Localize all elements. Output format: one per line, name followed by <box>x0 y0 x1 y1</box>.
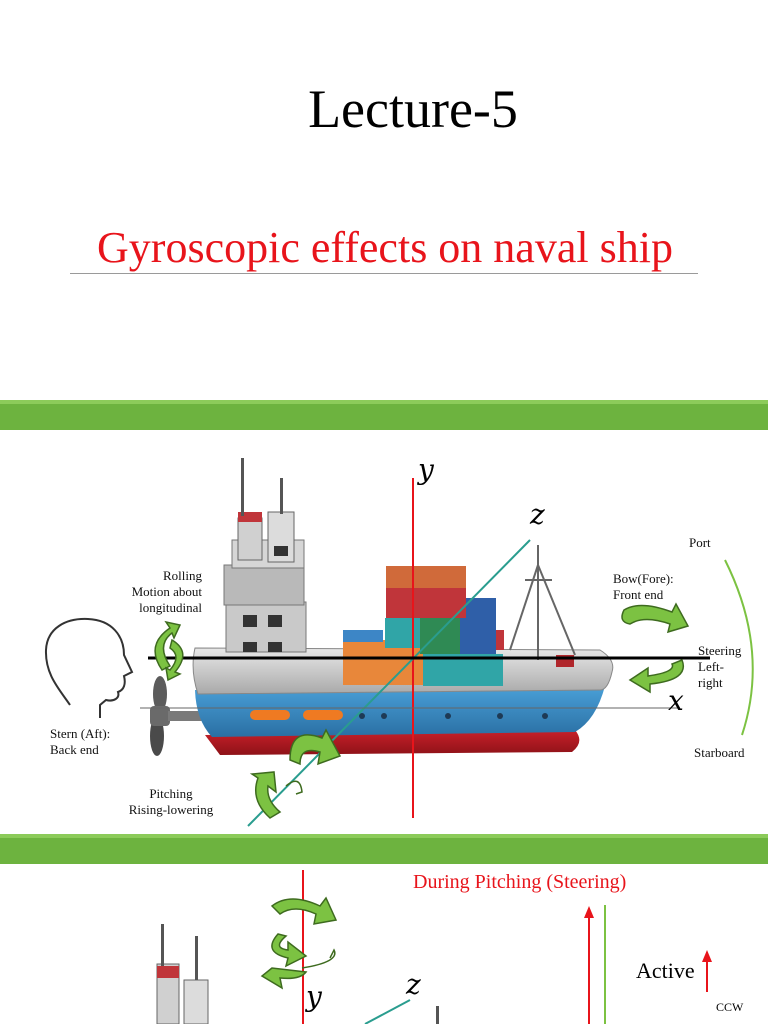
page-subtitle: Gyroscopic effects on naval ship <box>97 223 673 272</box>
x-axis-label: x <box>668 684 684 717</box>
green-band-top <box>0 400 768 430</box>
diagram2-z-axis-label: z <box>406 968 421 1001</box>
port-starboard-arc <box>724 559 754 736</box>
steering-label: Steering Left- right <box>698 643 742 690</box>
stern-label: Stern (Aft): Back end <box>50 726 111 757</box>
diagram2-y-axis-label: y <box>306 980 322 1013</box>
bow-label: Bow(Fore): Front end <box>613 571 674 602</box>
diagram2-rotation-arrow-icon <box>260 896 338 990</box>
ccw-label: CCW <box>716 1000 744 1014</box>
ship-superstructure <box>223 458 307 653</box>
starboard-label: Starboard <box>694 745 745 760</box>
diagram2-title: During Pitching (Steering) <box>413 871 627 893</box>
cargo-containers <box>343 566 504 686</box>
subtitle-underline <box>70 273 698 274</box>
steering-arrow-icon <box>621 602 690 694</box>
active-arrow-icon <box>702 950 712 962</box>
diagram2-z-axis-line <box>364 999 411 1024</box>
y-axis-label: y <box>418 453 434 486</box>
port-label: Port <box>689 535 711 550</box>
pitching-arrow-icon <box>249 728 342 819</box>
diagram2-ship-icon <box>156 924 439 1024</box>
active-label: Active <box>636 958 695 983</box>
z-axis-label: z <box>530 498 545 531</box>
ship-mast <box>509 545 576 667</box>
head-silhouette-icon <box>44 617 134 718</box>
propeller-icon <box>150 676 208 756</box>
rolling-label: Rolling Motion about longitudinal <box>131 568 202 615</box>
pitching-label: Pitching Rising-lowering <box>128 786 214 817</box>
green-band-bottom <box>0 834 768 864</box>
rolling-arrow-icon <box>154 620 184 682</box>
diagram2-graphics <box>156 870 712 1024</box>
page-title: Lecture-5 <box>308 79 518 139</box>
z-axis-line <box>247 539 531 827</box>
